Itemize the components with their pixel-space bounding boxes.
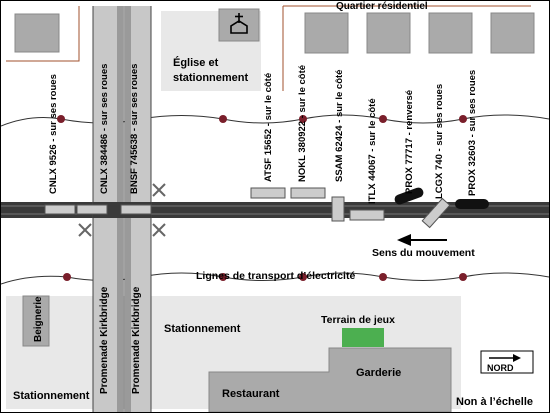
residential-label: Quartier résidentiel bbox=[336, 1, 428, 12]
utility-pole bbox=[219, 273, 227, 281]
daycare-label: Garderie bbox=[356, 367, 401, 379]
crossing-signal-icon bbox=[152, 183, 166, 197]
church-label-line1: Église et bbox=[173, 56, 219, 69]
car-label: NOKL 380922 - sur le côté bbox=[297, 65, 308, 182]
north-label: NORD bbox=[487, 363, 514, 373]
house bbox=[428, 12, 473, 54]
car-label: CNLX 384486 - sur ses roues bbox=[99, 64, 110, 194]
car-label: ATSF 15652 - sur le côté bbox=[263, 73, 274, 182]
residential-boundary-east bbox=[282, 5, 531, 91]
playground-label: Terrain de jeux bbox=[321, 314, 395, 326]
utility-pole bbox=[219, 115, 227, 123]
car-label: LCGX 740 - sur ses roues bbox=[434, 84, 445, 199]
donut-shop-label: Beignerie bbox=[33, 296, 44, 342]
donut-shop-building bbox=[22, 295, 50, 347]
car-label: BNSF 745638 - sur ses roues bbox=[129, 64, 140, 194]
movement-arrow bbox=[397, 234, 447, 246]
utility-pole bbox=[299, 273, 307, 281]
utility-pole bbox=[379, 115, 387, 123]
restaurant-daycare-building bbox=[208, 347, 452, 412]
not-to-scale-label: Non à l’échelle bbox=[456, 396, 533, 408]
rail-car bbox=[44, 204, 152, 215]
movement-label: Sens du mouvement bbox=[372, 247, 475, 259]
car-label: PROX 32603 - sur ses roues bbox=[467, 70, 478, 196]
power-lines-label: Lignes de transport d’électricité bbox=[196, 270, 355, 282]
crossing-signal-icon bbox=[78, 223, 92, 237]
utility-pole bbox=[57, 115, 65, 123]
church-label-line2: stationnement bbox=[173, 72, 249, 84]
restaurant-label: Restaurant bbox=[222, 388, 280, 400]
power-line-north bbox=[1, 114, 549, 127]
crossing-signal-icon bbox=[152, 223, 166, 237]
parking-label-left: Stationnement bbox=[13, 390, 90, 402]
house bbox=[14, 13, 60, 53]
house bbox=[366, 12, 411, 54]
rail-car-overturned bbox=[394, 187, 424, 205]
parking-label-main: Stationnement bbox=[164, 323, 241, 335]
street-label: Promenade Kirkbridge bbox=[131, 286, 142, 394]
playground-area bbox=[342, 328, 384, 347]
car-label: PROX 77717 - renversé bbox=[404, 90, 415, 194]
utility-pole bbox=[459, 273, 467, 281]
rail-car-derailed bbox=[421, 197, 451, 229]
car-label: ITLX 44067 - sur le côté bbox=[367, 98, 378, 204]
street-label: Promenade Kirkbridge bbox=[99, 286, 110, 394]
utility-pole bbox=[299, 115, 307, 123]
north-arrow-icon bbox=[480, 350, 534, 374]
residential-boundary-west bbox=[6, 6, 80, 62]
car-label: SSAM 62424 - sur le côté bbox=[334, 70, 345, 182]
rail-car-on-side bbox=[250, 187, 385, 222]
house bbox=[490, 12, 535, 54]
rail-car-derailed bbox=[455, 199, 489, 209]
house bbox=[304, 12, 349, 54]
utility-pole bbox=[379, 273, 387, 281]
utility-pole bbox=[459, 115, 467, 123]
utility-pole bbox=[63, 273, 71, 281]
car-label: CNLX 9526 - sur ses roues bbox=[48, 74, 59, 194]
church-icon bbox=[230, 13, 248, 34]
